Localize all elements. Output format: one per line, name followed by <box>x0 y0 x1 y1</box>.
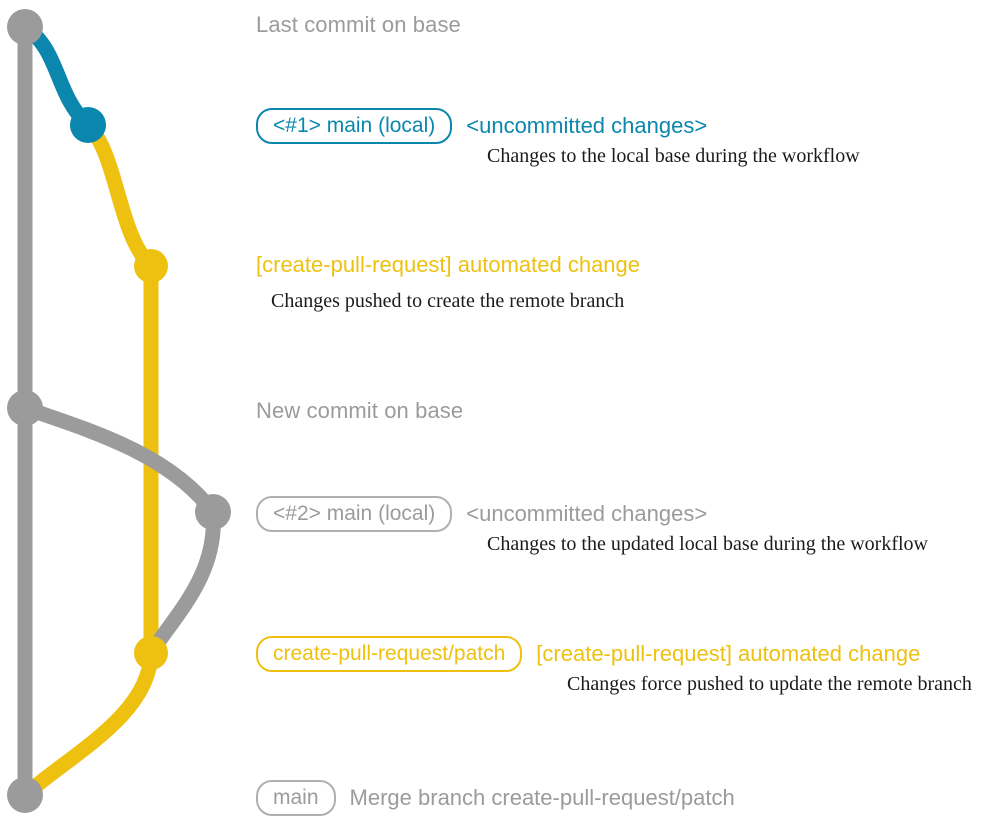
commit-node-automated-change-1[interactable] <box>134 249 168 283</box>
row-merge-commit: main Merge branch create-pull-request/pa… <box>256 780 735 816</box>
heading-new-commit-on-base: New commit on base <box>256 398 464 423</box>
row-local-change-2: <#2> main (local) <uncommitted changes> <box>256 496 707 532</box>
commit-node-last-commit-on-base[interactable] <box>7 9 43 45</box>
local-branch-line-2 <box>17 400 221 520</box>
commit-node-new-commit-on-base[interactable] <box>7 390 43 426</box>
commit-subject-local-change-2: <uncommitted changes> <box>466 501 708 526</box>
commit-description-automated-change-2: Changes force pushed to update the remot… <box>567 673 972 695</box>
commit-node-merge-commit[interactable] <box>7 777 43 813</box>
commit-subject-automated-change-2: [create-pull-request] automated change <box>536 641 921 666</box>
commit-node-automated-change-2[interactable] <box>134 636 168 670</box>
branch-badge-main-local-1[interactable]: <#1> main (local) <box>256 108 453 144</box>
merge-line <box>17 645 159 803</box>
commit-node-local-change-2[interactable] <box>195 494 231 530</box>
row-local-change-1: <#1> main (local) <uncommitted changes> <box>256 108 707 144</box>
row-last-commit-on-base: Last commit on base <box>256 12 461 38</box>
commit-node-local-change-1[interactable] <box>70 107 106 143</box>
row-automated-change-1: [create-pull-request] automated change <box>256 252 640 278</box>
commit-description-automated-change-1: Changes pushed to create the remote bran… <box>271 290 625 312</box>
commit-subject-local-change-1: <uncommitted changes> <box>466 113 708 138</box>
commit-subject-merge-commit: Merge branch create-pull-request/patch <box>349 785 735 810</box>
branch-badge-main[interactable]: main <box>256 780 336 816</box>
row-new-commit-on-base: New commit on base <box>256 398 463 424</box>
row-automated-change-2: create-pull-request/patch [create-pull-r… <box>256 636 920 672</box>
commit-description-local-change-1: Changes to the local base during the wor… <box>487 145 860 167</box>
commit-description-local-change-2: Changes to the updated local base during… <box>487 533 928 555</box>
commit-subject-automated-change-1: [create-pull-request] automated change <box>256 252 641 277</box>
heading-last-commit-on-base: Last commit on base <box>256 12 461 37</box>
branch-badge-main-local-2[interactable]: <#2> main (local) <box>256 496 453 532</box>
branch-badge-create-pull-request-patch[interactable]: create-pull-request/patch <box>256 636 523 672</box>
